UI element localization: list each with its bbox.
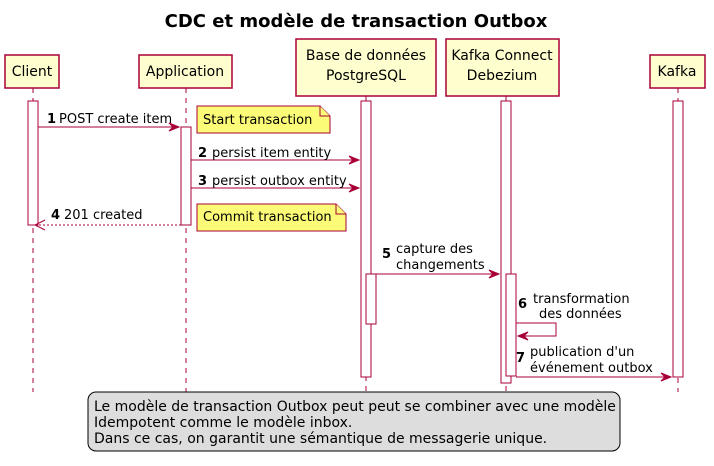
activation-application [180, 126, 192, 226]
message-1-label: POST create item [59, 112, 172, 127]
participant-kafka-connect-label-2: Debezium [467, 68, 538, 84]
participant-kafka-connect: Kafka Connect Debezium [445, 38, 560, 97]
activation-client [27, 100, 39, 226]
message-5-label-1: capture des [396, 242, 473, 257]
message-3-label: persist outbox entity [212, 174, 347, 189]
message-6-number: 6 [518, 297, 527, 312]
activation-kafka-connect-nested [505, 273, 517, 377]
participant-kafka: Kafka [649, 54, 706, 89]
message-4: 4 201 created [33, 208, 181, 231]
participant-kafka-label: Kafka [658, 64, 697, 80]
message-2: 2 persist item entity [191, 146, 361, 165]
activation-database-nested [365, 273, 377, 325]
participant-database-label-1: Base de données [306, 48, 426, 64]
legend: Le modèle de transaction Outbox peut peu… [87, 391, 621, 452]
message-5-label-2: changements [396, 258, 485, 273]
participant-kafka-connect-label-1: Kafka Connect [451, 48, 553, 64]
message-6-label-2: des données [539, 307, 622, 322]
legend-line-1: Le modèle de transaction Outbox peut peu… [94, 399, 616, 415]
participant-application-label: Application [146, 64, 224, 80]
message-2-number: 2 [198, 146, 207, 161]
message-7-label-2: événement outbox [530, 361, 653, 376]
message-4-number: 4 [51, 208, 60, 223]
message-3-number: 3 [198, 174, 207, 189]
activation-kafka-connect [500, 100, 512, 384]
note-commit-transaction-text: Commit transaction [203, 210, 332, 225]
note-commit-transaction: Commit transaction [196, 203, 347, 232]
message-3: 3 persist outbox entity [191, 174, 361, 193]
message-6: 6 transformation des données [516, 292, 630, 341]
activation-kafka [672, 100, 684, 378]
message-7-number: 7 [516, 351, 525, 366]
message-5-number: 5 [382, 247, 391, 262]
activation-database [360, 100, 372, 378]
participant-application: Application [138, 54, 233, 89]
note-start-transaction: Start transaction [196, 105, 331, 134]
participant-database-label-2: PostgreSQL [326, 68, 406, 84]
message-1: 1 POST create item [38, 112, 181, 132]
message-6-label-1: transformation [533, 292, 630, 307]
legend-line-2: Idempotent comme le modèle inbox. [94, 415, 352, 431]
participant-client-label: Client [12, 64, 53, 80]
message-7: 7 publication d'un événement outbox [516, 345, 673, 382]
participant-database: Base de données PostgreSQL [295, 38, 437, 97]
participant-client: Client [4, 54, 60, 89]
message-2-label: persist item entity [212, 146, 332, 161]
message-4-label: 201 created [64, 208, 142, 223]
note-start-transaction-text: Start transaction [203, 113, 312, 128]
legend-line-3: Dans ce cas, on garantit une sémantique … [94, 431, 547, 447]
message-1-number: 1 [47, 112, 56, 127]
message-5: 5 capture des changements [376, 242, 501, 279]
message-7-label-1: publication d'un [530, 345, 634, 360]
diagram-title: CDC et modèle de transaction Outbox [165, 11, 548, 32]
